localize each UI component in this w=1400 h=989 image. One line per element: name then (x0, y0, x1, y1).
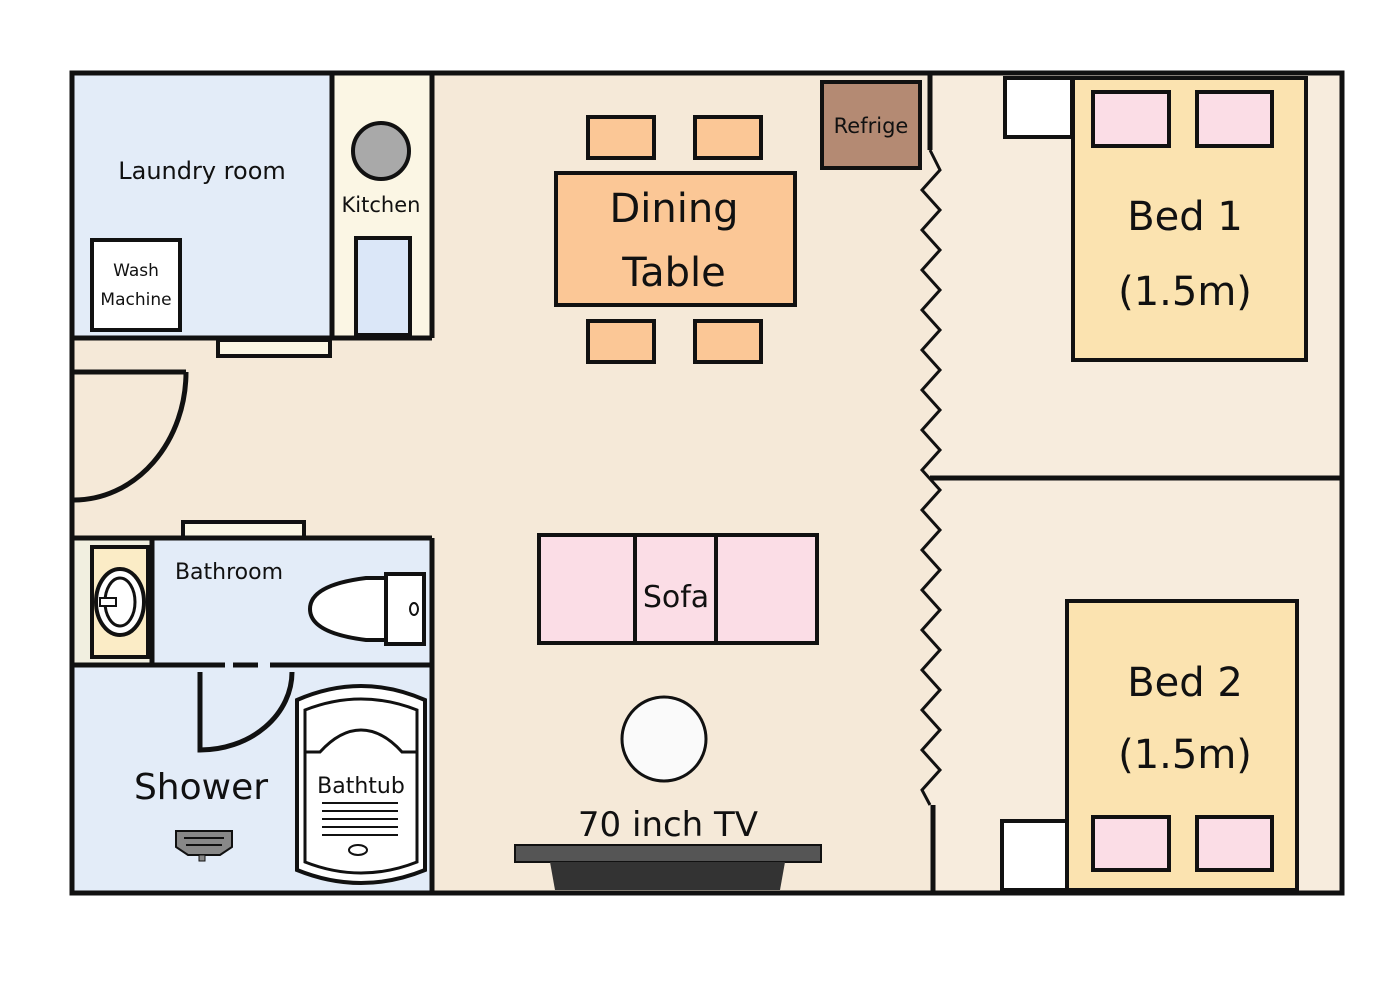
dining-table-label-2: Table (621, 250, 725, 296)
laundry-room-label: Laundry room (118, 157, 286, 185)
chair (586, 319, 656, 364)
wash-machine (90, 238, 182, 332)
pillow (1195, 90, 1274, 148)
tv-stand (514, 844, 822, 863)
entrance-door (73, 369, 189, 503)
shower-door (197, 671, 295, 753)
pillow (1091, 90, 1171, 148)
kitchen: Kitchen (332, 75, 432, 338)
kitchen-label: Kitchen (342, 193, 421, 217)
refrigerator: Refrige (820, 80, 922, 170)
drain-icon (175, 830, 233, 862)
wash-machine-label-2: Machine (100, 290, 171, 310)
dining-area: Dining Table (554, 115, 797, 364)
kitchen-sink (354, 236, 412, 337)
dining-table-label: Dining (609, 186, 738, 232)
laundry-doorway (216, 338, 332, 358)
bathroom: Bathroom (74, 538, 432, 665)
toilet-icon (307, 572, 426, 646)
dining-table (554, 171, 797, 307)
shower-room: Shower Bathtub (72, 662, 432, 891)
bathtub-label: Bathtub (317, 774, 405, 799)
bed-2: Bed 2 (1.5m) (1000, 599, 1299, 892)
tv-label: 70 inch TV (578, 805, 758, 845)
bed-2-size: (1.5m) (1118, 732, 1252, 778)
shower-label: Shower (134, 767, 268, 808)
bed-2-label: Bed 2 (1127, 660, 1243, 706)
bathroom-label: Bathroom (175, 560, 283, 585)
wash-machine-label: Wash (113, 261, 159, 281)
sofa-label: Sofa (643, 580, 709, 615)
nightstand (1000, 819, 1069, 892)
bed-1-label: Bed 1 (1127, 194, 1243, 240)
chair (586, 115, 656, 160)
sofa: Sofa (537, 533, 819, 645)
chair (693, 115, 763, 160)
nightstand (1003, 76, 1074, 139)
chair (693, 319, 763, 364)
pillow (1195, 815, 1274, 872)
bathtub: Bathtub (295, 684, 427, 885)
outer-wall (69, 70, 1345, 896)
stove-burner-icon (351, 121, 411, 181)
bed-1-size: (1.5m) (1118, 269, 1252, 315)
tv: 70 inch TV (514, 805, 822, 890)
laundry-room: Laundry room Wash Machine (74, 75, 332, 338)
coffee-table (620, 695, 708, 783)
refrigerator-label: Refrige (834, 114, 909, 138)
pillow (1091, 815, 1171, 872)
bed-1: Bed 1 (1.5m) (1003, 76, 1308, 362)
